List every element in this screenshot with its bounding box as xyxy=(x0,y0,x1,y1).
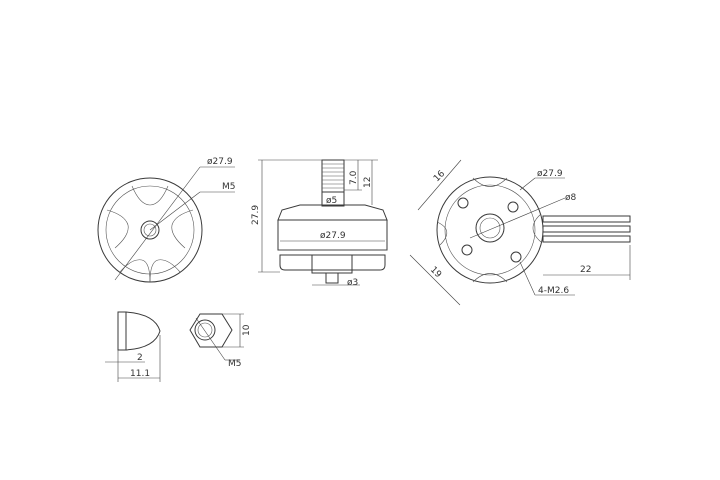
prop-nut-view: 2 11.1 10 M5 xyxy=(105,311,252,382)
bottom-spacing-b-label: 19 xyxy=(428,265,443,280)
side-thread-length-label: 7.0 xyxy=(349,170,359,185)
front-thread-label: M5 xyxy=(222,182,236,192)
bottom-wire-length-label: 22 xyxy=(580,265,591,275)
bottom-center-hole-label: ø8 xyxy=(565,193,577,203)
front-diameter-label: ø27.9 xyxy=(207,157,233,167)
side-shaft-length-label: 12 xyxy=(363,177,373,188)
side-height-label: 27.9 xyxy=(251,205,261,225)
bottom-diameter-label: ø27.9 xyxy=(537,169,563,179)
bottom-mount-holes-label: 4-M2.6 xyxy=(538,286,569,296)
side-body-diameter-label: ø27.9 xyxy=(320,231,346,241)
front-view: ø27.9 M5 xyxy=(97,157,236,283)
bottom-spacing-a-label: 16 xyxy=(432,169,447,184)
nut-hex-label: 10 xyxy=(242,324,252,336)
bottom-view: 16 19 ø27.9 ø8 4-M2.6 22 xyxy=(409,159,631,306)
nut-length-label: 11.1 xyxy=(130,369,150,379)
side-view: 27.9 7.0 12 ø5 ø27.9 ø3 xyxy=(251,159,388,288)
nut-flange-label: 2 xyxy=(137,353,143,363)
nut-thread-label: M5 xyxy=(228,359,242,369)
side-shaft-diameter-label: ø5 xyxy=(326,196,337,206)
side-bottom-shaft-label: ø3 xyxy=(347,278,358,288)
